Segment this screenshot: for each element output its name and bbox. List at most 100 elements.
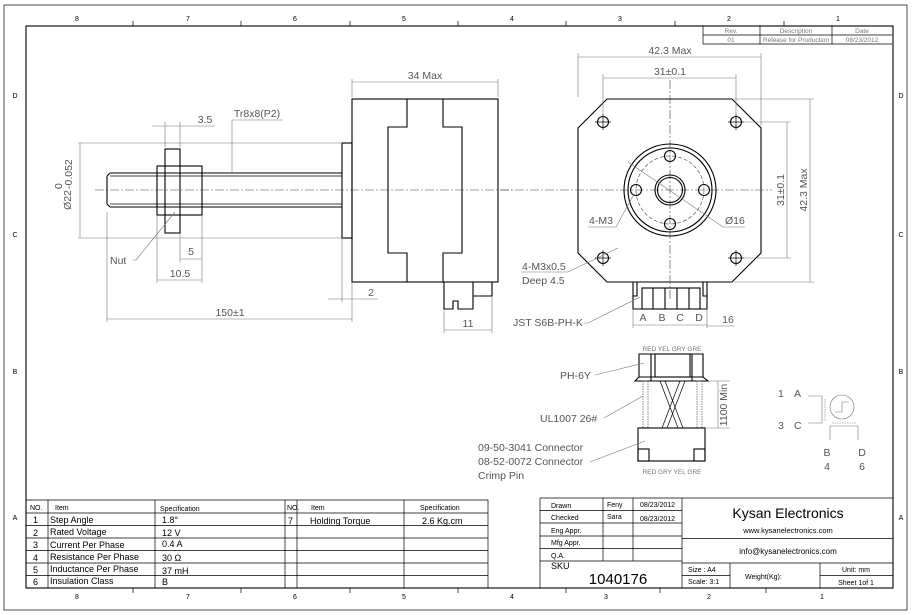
table-row: 4 Resistance Per Phase 30 Ω [33, 552, 182, 563]
company-name: Kysan Electronics [732, 505, 843, 521]
unit-label: Unit: mm [842, 567, 870, 574]
zone-row: A [13, 515, 18, 522]
side-view: 34 Max 3.5 Tr8x8(P2) Ø22 0 -0.052 Nut 5 … [53, 70, 512, 333]
dia-tol-lower: -0.052 [63, 159, 75, 189]
email-link[interactable]: info@kysanelectronics.com [739, 547, 837, 556]
table-row: 6 Insulation Class B [33, 576, 168, 587]
pin-1-num: 1 [778, 388, 784, 400]
zone-columns-top: 8 7 6 5 4 3 2 1 [75, 16, 840, 23]
sku-value: 1040176 [589, 571, 647, 588]
boss-outer [623, 143, 717, 237]
dim-hole-spacing-v: 31±0.1 [775, 174, 787, 206]
pin-label: B [658, 312, 665, 324]
dim-hole-spacing: 31±0.1 [654, 66, 686, 78]
m3-holes [629, 149, 711, 231]
zone-col: 4 [510, 594, 514, 601]
dim-length: 34 Max [408, 70, 443, 82]
zone-row: D [12, 93, 17, 100]
dim-height-max: 42.3 Max [798, 168, 810, 212]
table-row: 1 Step Angle 1.8° 7 Holding Torque 2.6 K… [33, 515, 463, 526]
row-item: Rated Voltage [50, 527, 107, 537]
shaft-hole [654, 174, 686, 206]
zone-col: 8 [75, 594, 79, 601]
zone-row: C [12, 232, 17, 239]
zone-col: 8 [75, 16, 79, 23]
sheet-label: Sheet 1of 1 [838, 580, 874, 587]
mount-depth-label: Deep 4.5 [522, 275, 565, 287]
zone-col: 3 [618, 16, 622, 23]
scale-label: Scale: 3:1 [688, 579, 719, 586]
website-link[interactable]: www.kysanelectronics.com [742, 526, 833, 535]
pin-3-num: 3 [778, 420, 784, 432]
row-no: 6 [33, 577, 38, 587]
zone-col: 7 [186, 594, 190, 601]
lead-screw [106, 172, 342, 208]
zone-row: B [13, 369, 18, 376]
zone-row: A [899, 515, 904, 522]
header-no: NO. [30, 505, 43, 512]
checked-label: Checked [551, 515, 579, 522]
m3-label: 4-M3 [589, 215, 613, 227]
zone-col: 4 [510, 16, 514, 23]
mount-holes-label: 4-M3x0.5 [522, 261, 566, 273]
row-spec: 0.4 A [162, 539, 183, 549]
zone-rows: D C B A D C B A [12, 93, 903, 522]
coil-schematic: 1 A 3 C B D 4 6 [778, 388, 866, 473]
bottom-wire-colors: RED GRY YEL GRE [642, 469, 702, 476]
mfg-appr-label: Mfg Appr. [551, 540, 581, 547]
table-row: 3 Current Per Phase 0.4 A [33, 539, 183, 550]
eng-appr-label: Eng Appr. [551, 528, 581, 535]
qa-label: Q.A. [551, 553, 565, 560]
dim-nut-body: 5 [188, 246, 194, 258]
row-no: 3 [33, 540, 38, 550]
zone-col: 3 [604, 594, 608, 601]
row-spec: 1.8° [162, 515, 179, 525]
pin-4-num: 4 [824, 461, 830, 473]
rev-value: 01 [727, 37, 735, 44]
connector-label-1: 09-50-3041 Connector [478, 442, 584, 454]
zone-col: 1 [820, 594, 824, 601]
zone-col: 6 [293, 594, 297, 601]
pin-c: C [794, 420, 802, 432]
thread-label: Tr8x8(P2) [234, 108, 280, 120]
nut-flange [164, 148, 181, 234]
mount-holes [595, 114, 744, 266]
zone-row: C [898, 232, 903, 239]
motor-face [577, 98, 762, 283]
dia-label: Ø22 [62, 190, 74, 210]
wire-label: UL1007 26# [540, 413, 597, 425]
zone-row: B [899, 369, 904, 376]
motor-connector [443, 282, 493, 310]
zone-ticks [132, 21, 785, 593]
dim-boss: 2 [368, 287, 374, 299]
drawn-label: Drawn [551, 503, 571, 510]
pin-label: A [639, 312, 646, 324]
date-header: Date [855, 28, 869, 35]
weight-label: Weight(Kg): [745, 574, 782, 581]
drawn-by: Feny [607, 502, 623, 509]
sku-label: SKU [551, 561, 570, 571]
dia-tol-upper: 0 [53, 183, 65, 189]
row-no: 5 [33, 565, 38, 575]
dim-flange: 3.5 [198, 114, 213, 126]
pin-label: D [695, 312, 703, 324]
zone-col: 2 [727, 16, 731, 23]
wiring-diagram: RED YEL GRY GRE RED GRY YEL GRE 1100 Min… [478, 346, 730, 482]
zone-col: 5 [402, 594, 406, 601]
table-row: 2 Rated Voltage 12 V [33, 527, 181, 538]
dim-overall: 150±1 [215, 307, 244, 319]
zone-col: 6 [293, 16, 297, 23]
row-item: Resistance Per Phase [50, 552, 139, 562]
header-spec-2: Specification [420, 505, 460, 512]
title-block: Drawn Feny 08/23/2012 Checked Sara 08/23… [539, 497, 893, 588]
dim-connector-width: 16 [722, 314, 734, 326]
boss-dia-label: Ø16 [725, 215, 745, 227]
size-label: Size : A4 [688, 567, 716, 574]
top-wire-colors: RED YEL GRY GRE [642, 346, 702, 353]
row-item: Insulation Class [50, 576, 114, 586]
motor-boss [341, 142, 353, 239]
inner-frame [25, 25, 894, 589]
row-spec: 30 Ω [162, 553, 182, 563]
header-item: Item [55, 505, 69, 512]
pin-b: B [823, 447, 830, 459]
